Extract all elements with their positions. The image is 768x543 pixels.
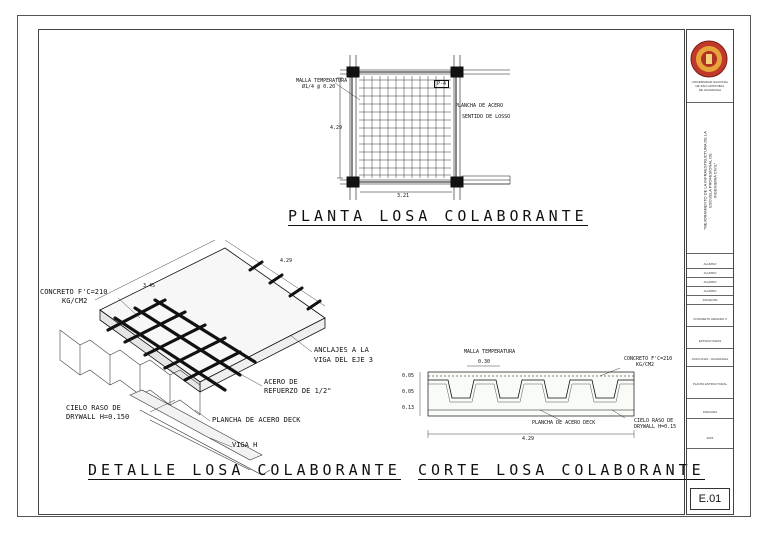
section-ceiling-label-1: CIELO RASO DE xyxy=(634,418,674,424)
university-seal xyxy=(690,40,728,78)
section-dimension-2: 0.05 xyxy=(402,389,415,395)
tb-university-line-1: UNIVERSIDAD NACIONAL xyxy=(691,80,729,84)
detail-top-dimension: 4.29 xyxy=(280,258,293,264)
tb-university-line-3: DE HUAMANGA xyxy=(698,88,722,92)
plan-sheet-sublabel: SENTIDO DE LOSSO xyxy=(462,114,511,120)
section-ceiling-label-2: DRYWALL H=0.15 xyxy=(634,424,677,430)
section-deck-label: PLANCHA DE ACERO DECK xyxy=(532,420,596,426)
section-mesh-dimension: 0.30 xyxy=(478,359,491,365)
detail-rebar-label-1: ACERO DE xyxy=(264,378,298,386)
title-block: UNIVERSIDAD NACIONAL DE SAN CRISTOBAL DE… xyxy=(686,29,734,515)
detail-ceiling-label-2: DRYWALL H=0.150 xyxy=(66,413,130,421)
plan-mesh xyxy=(359,76,451,178)
tb-project-cell: "MEJORAMIENTO DE LA INFRAESTRUCTURA DE L… xyxy=(687,103,733,254)
drawing-frame xyxy=(38,29,685,515)
detail-rebar-label-2: REFUERZO DE 1/2" xyxy=(264,387,332,395)
plan-height-dimension: 4.29 xyxy=(330,125,343,131)
plan-box-label: P-4 xyxy=(434,80,450,88)
tb-content: ESTRUCTURAS xyxy=(687,334,733,349)
plan-mesh-spacing: Ø1/4 @ 0.20 xyxy=(302,84,336,90)
detail-side-dimension: 3.45 xyxy=(143,283,156,289)
deck-profile xyxy=(59,329,201,416)
detail-deck-label: PLANCHA DE ACERO DECK xyxy=(212,416,301,424)
tb-university-line-2: DE SAN CRISTOBAL xyxy=(695,84,725,88)
section-view xyxy=(419,365,635,438)
plan-sheet-label: PLANCHA DE ACERO xyxy=(455,103,504,109)
plan-view xyxy=(334,55,511,200)
tb-student-row-1: ALUMNO xyxy=(687,260,733,269)
tb-university-cell: UNIVERSIDAD NACIONAL DE SAN CRISTOBAL DE… xyxy=(687,30,733,103)
tb-student-row-4: ALUMNO xyxy=(687,287,733,296)
detail-title: DETALLE LOSA COLABORANTE xyxy=(88,461,401,480)
section-concrete-unit: KG/CM2 xyxy=(636,362,655,368)
steel-beam xyxy=(129,389,271,476)
tb-course: CONCRETO ARMADO II xyxy=(687,312,733,327)
plan-width-dimension: 3.21 xyxy=(397,193,410,199)
plan-title: PLANTA LOSA COLABORANTE xyxy=(288,207,588,226)
tb-student-row-2: ALUMNO xyxy=(687,269,733,278)
detail-concrete-unit: KG/CM2 xyxy=(62,297,88,305)
drawing-sheet-border xyxy=(17,15,751,517)
isometric-detail xyxy=(59,239,326,476)
plan-mesh-label: MALLA TEMPERATURA xyxy=(296,78,348,84)
tb-location: AYACUCHO - HUAMANGA xyxy=(687,352,733,367)
section-concrete-label: CONCRETO F'C=210 xyxy=(624,356,673,362)
section-dimension-3: 0.13 xyxy=(402,405,415,411)
section-total-width: 4.29 xyxy=(522,436,535,442)
detail-concrete-label: CONCRETO F'C=210 xyxy=(40,288,108,296)
tb-scale: INDICADA xyxy=(687,406,733,419)
tb-student-row-3: ALUMNO xyxy=(687,278,733,287)
tb-sheet-number: E.01 xyxy=(690,488,730,510)
detail-ceiling-label-1: CIELO RASO DE xyxy=(66,404,121,412)
section-mesh-label: MALLA TEMPERATURA xyxy=(464,349,516,355)
detail-anchor-label-2: VIGA DEL EJE 3 xyxy=(314,356,374,364)
section-title: CORTE LOSA COLABORANTE xyxy=(418,461,705,480)
detail-anchor-label-1: ANCLAJES A LA xyxy=(314,346,369,354)
tb-teacher-row: DOCENTE xyxy=(687,296,733,305)
tb-date: 2023 xyxy=(687,428,733,449)
tb-project-line-3: INGENIERIA CIVIL" xyxy=(712,162,718,199)
detail-beam-label: VIGA H xyxy=(232,441,258,449)
section-dimension-1: 0.05 xyxy=(402,373,415,379)
tb-plan-name: PLANTA ESTRUCTURAL xyxy=(687,370,733,399)
